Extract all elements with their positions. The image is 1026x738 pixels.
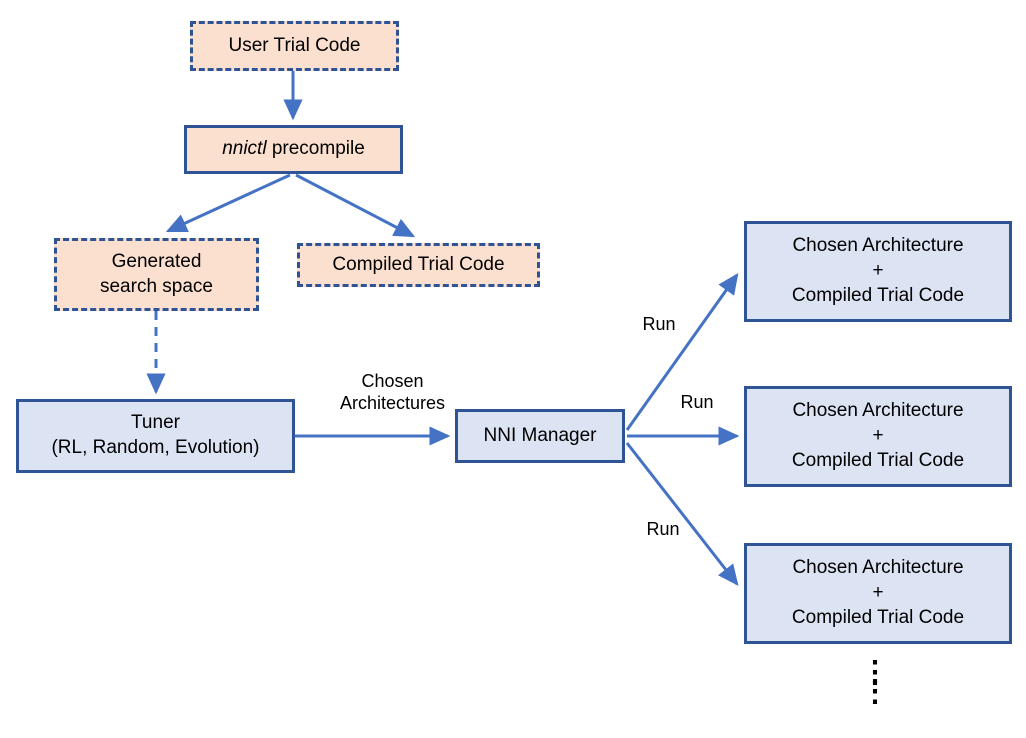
arrow-nnictl-to-compiledcode [295,173,416,238]
node-compiled-trial-code[interactable]: Compiled Trial Code [297,243,540,287]
node-nni-manager-label: NNI Manager [483,424,597,446]
generated-search-space-line-2: search space [99,275,213,297]
trial-2-line-3: Compiled Trial Code [791,449,965,471]
trial-1-line-3: Compiled Trial Code [791,284,965,306]
trial-1-line-2: + [872,260,884,282]
tuner-line-2: (RL, Random, Evolution) [51,437,260,458]
trial-2-line-2: + [872,425,884,447]
ellipsis-glyph-2: ⋮ [860,674,890,708]
edge-label-run-2: Run [680,392,714,412]
edge-label-chosen-architectures: Chosen Architectures [330,371,455,415]
node-nnictl-precompile-label: nnictl precompile [222,137,365,162]
nnictl-keyword: nnictl [222,138,267,160]
arrow-nnictl-to-searchspace [165,173,291,233]
node-trial-2[interactable]: Chosen Architecture + Compiled Trial Cod… [744,386,1012,487]
trial-3-line-1: Chosen Architecture [792,557,964,579]
generated-search-space-line-1: Generated [111,250,202,272]
arrow-nnimanager-to-trial3 [625,442,739,586]
chosen-architectures-line-2: Architectures [339,392,446,413]
node-nnictl-precompile[interactable]: nnictl precompile [184,125,403,174]
trial-2-line-1: Chosen Architecture [792,400,964,422]
edge-label-run-3: Run [646,519,680,539]
node-tuner[interactable]: Tuner (RL, Random, Evolution) [16,399,295,473]
node-user-trial-code-label: User Trial Code [228,34,361,56]
chosen-architectures-line-1: Chosen [361,371,424,391]
node-user-trial-code[interactable]: User Trial Code [190,21,399,71]
node-trial-3[interactable]: Chosen Architecture + Compiled Trial Cod… [744,543,1012,644]
edge-label-run-1: Run [642,314,676,334]
node-nni-manager[interactable]: NNI Manager [455,409,625,463]
node-trial-1[interactable]: Chosen Architecture + Compiled Trial Cod… [744,221,1012,322]
trial-3-line-3: Compiled Trial Code [791,606,965,628]
ellipsis-glyph-1: ⋮ [860,656,890,689]
trial-3-line-2: + [872,582,884,604]
node-compiled-trial-code-label: Compiled Trial Code [332,253,505,275]
tuner-line-1: Tuner [131,412,180,434]
node-generated-search-space[interactable]: Generated search space [54,238,259,311]
trial-1-line-1: Chosen Architecture [792,235,964,257]
vertical-ellipsis: ⋮ ⋮ [845,656,905,708]
precompile-word: precompile [266,138,365,160]
